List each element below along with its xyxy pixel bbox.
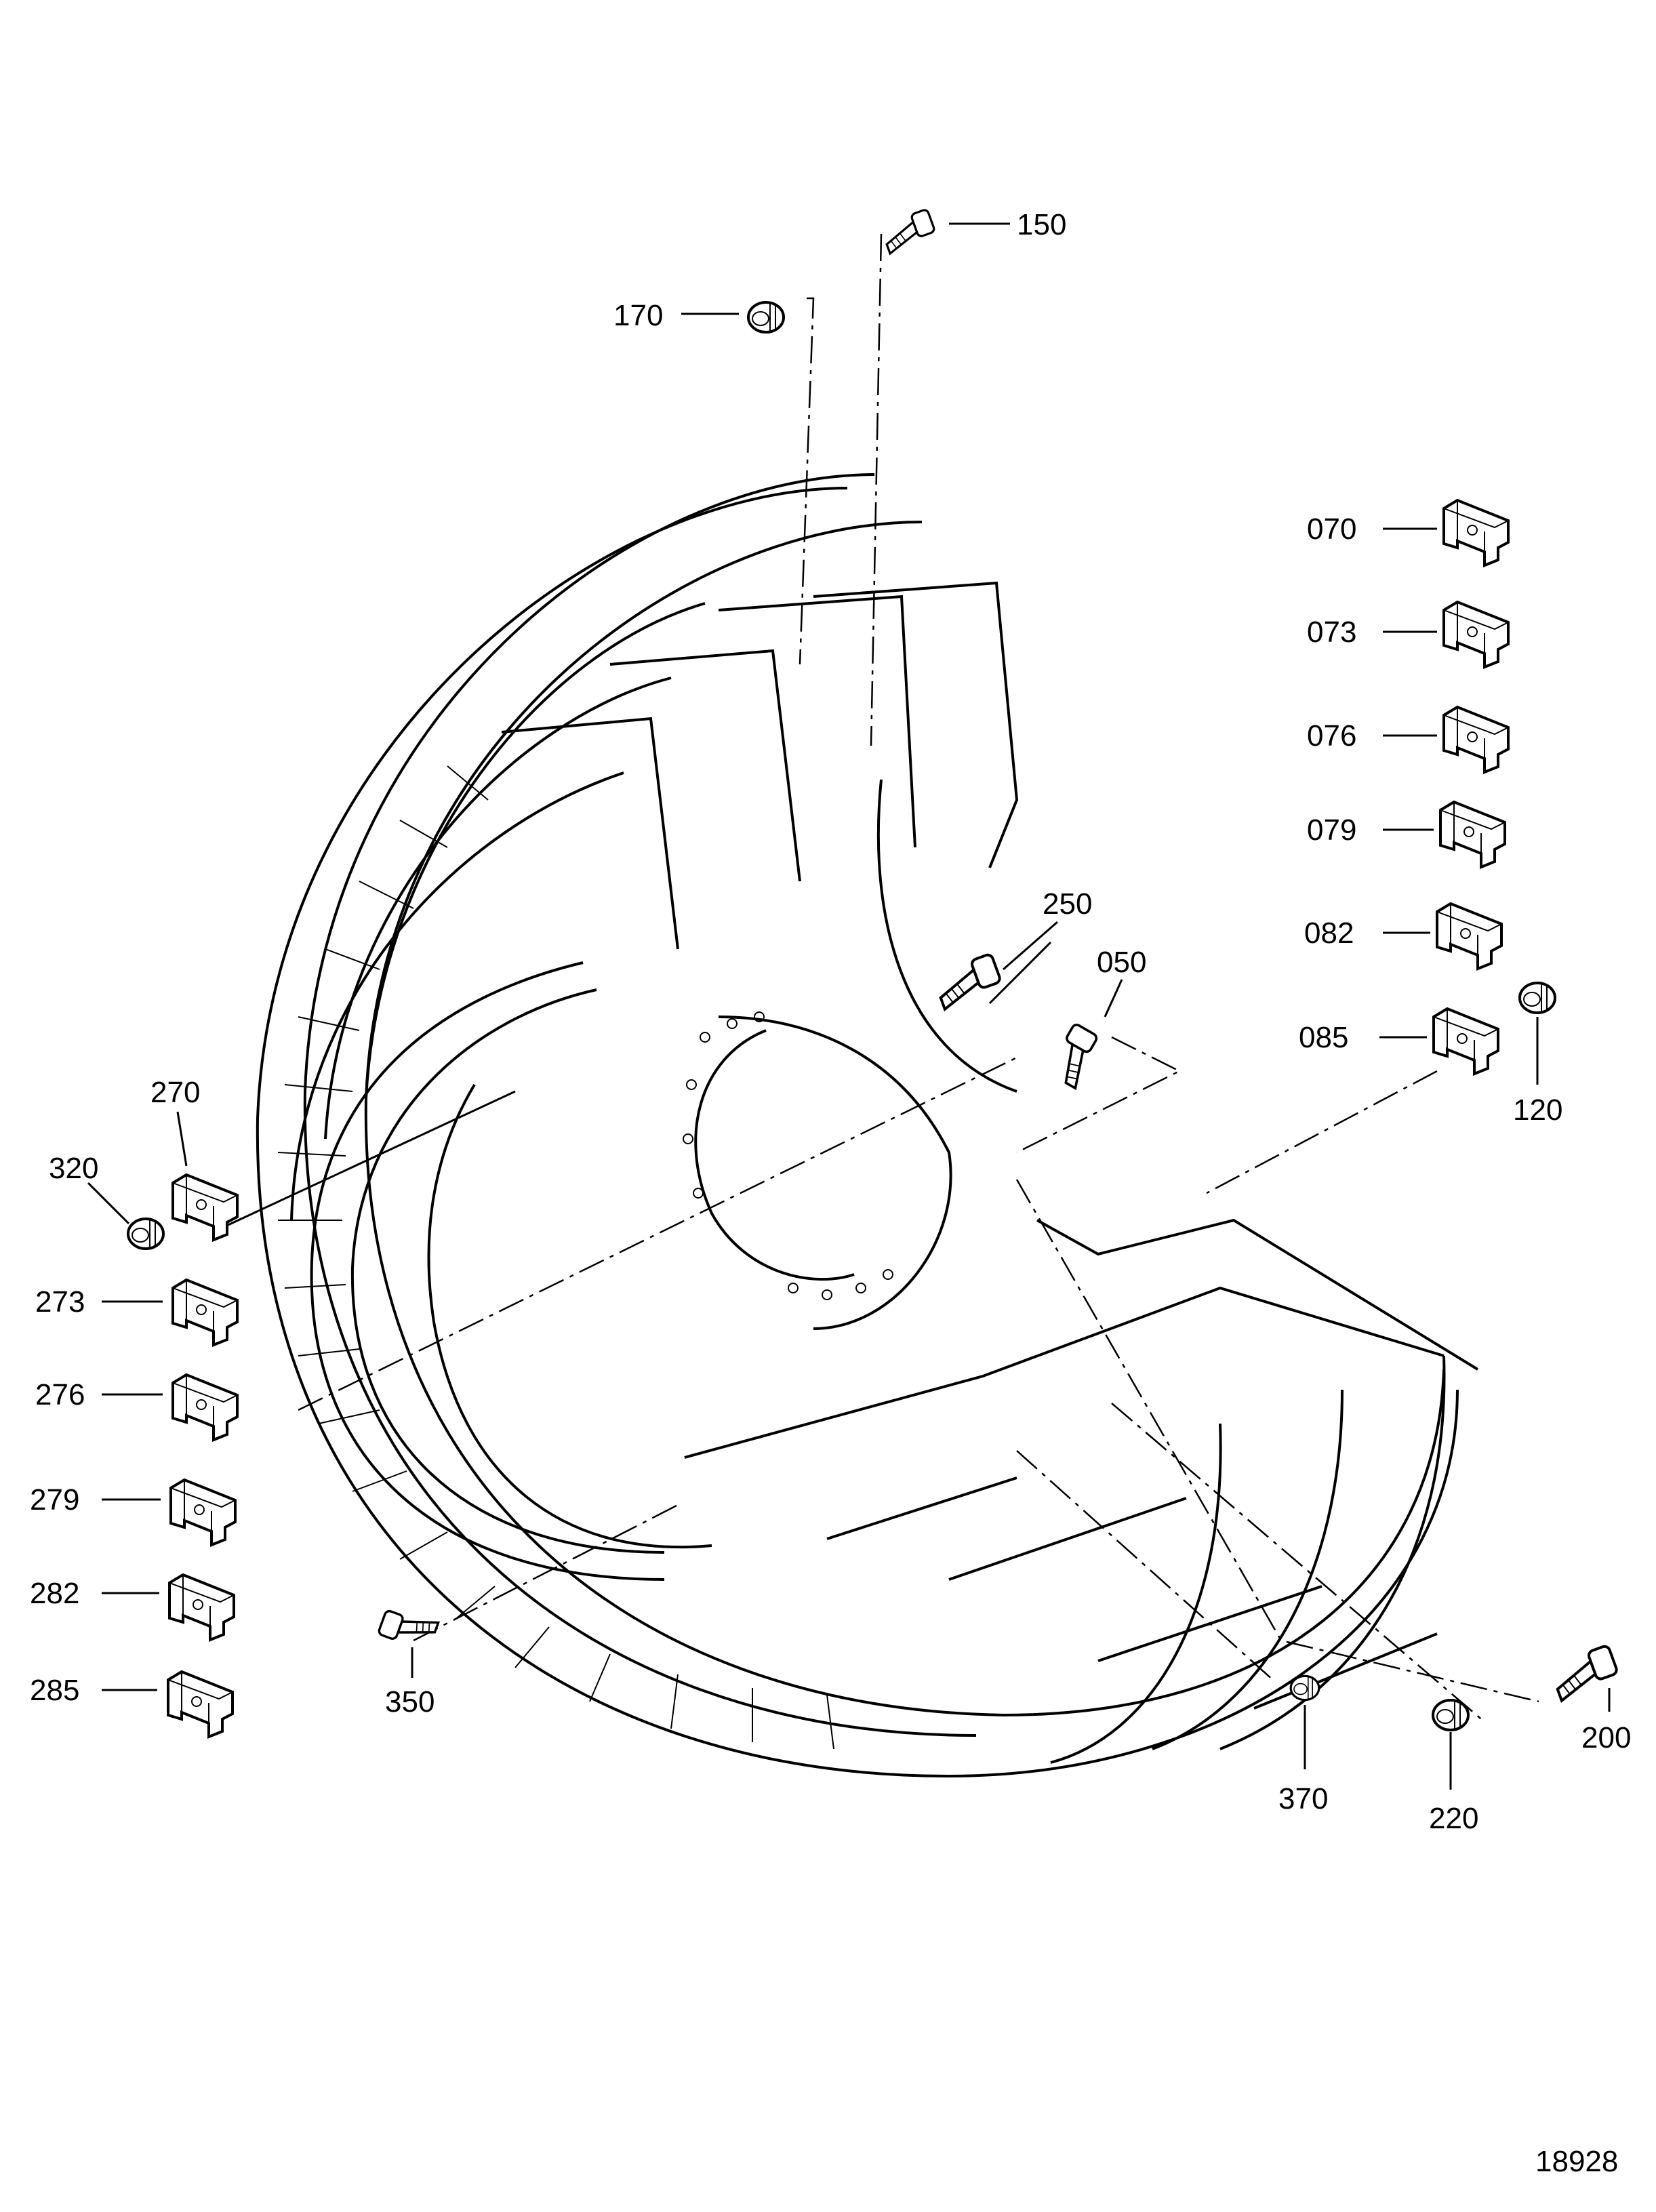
rotor-drum-assembly (256, 473, 1479, 1778)
label-370: 370 (1278, 1782, 1328, 1815)
clip-079-icon (1439, 801, 1506, 868)
clip-073-icon (1442, 601, 1510, 668)
bolt-050-icon (1045, 1022, 1105, 1090)
clip-270-icon (171, 1173, 239, 1241)
label-076: 076 (1307, 719, 1356, 752)
label-200: 200 (1581, 1721, 1631, 1754)
label-150: 150 (1017, 208, 1066, 241)
clip-082-icon (1436, 902, 1503, 970)
nut-370-icon (1289, 1674, 1320, 1702)
clip-070-icon (1442, 499, 1510, 567)
label-079: 079 (1307, 813, 1356, 847)
assembly-center-lines (223, 233, 1539, 1723)
label-282: 282 (30, 1577, 79, 1610)
label-070: 070 (1307, 512, 1356, 546)
clip-276-icon (171, 1373, 239, 1441)
figure-number: 18928 (1535, 2145, 1618, 2178)
nut-120-icon (1518, 982, 1556, 1014)
leader-lines (87, 222, 1611, 1790)
label-320: 320 (49, 1152, 98, 1185)
label-276: 276 (35, 1378, 85, 1411)
label-082: 082 (1304, 917, 1354, 950)
label-350: 350 (385, 1685, 435, 1718)
label-285: 285 (30, 1674, 79, 1707)
label-270: 270 (150, 1076, 200, 1109)
bolt-150-icon (879, 207, 938, 255)
clip-282-icon (168, 1573, 235, 1641)
label-279: 279 (30, 1483, 79, 1516)
label-220: 220 (1429, 1802, 1478, 1835)
label-250: 250 (1043, 887, 1092, 921)
label-073: 073 (1307, 616, 1356, 649)
clip-085-icon (1432, 1007, 1499, 1075)
label-050: 050 (1097, 946, 1146, 979)
label-120: 120 (1513, 1093, 1562, 1127)
label-170: 170 (613, 299, 663, 332)
label-085: 085 (1299, 1021, 1348, 1054)
clip-076-icon (1442, 706, 1510, 773)
clip-285-icon (167, 1670, 234, 1738)
nut-220-icon (1432, 1699, 1470, 1731)
bolt-350-icon (376, 1603, 440, 1653)
clip-279-icon (169, 1479, 237, 1546)
nut-320-icon (127, 1218, 165, 1250)
bolt-circle-holes (683, 1011, 893, 1300)
nut-170-icon (747, 301, 785, 334)
label-273: 273 (35, 1285, 85, 1319)
clip-273-icon (171, 1279, 239, 1346)
